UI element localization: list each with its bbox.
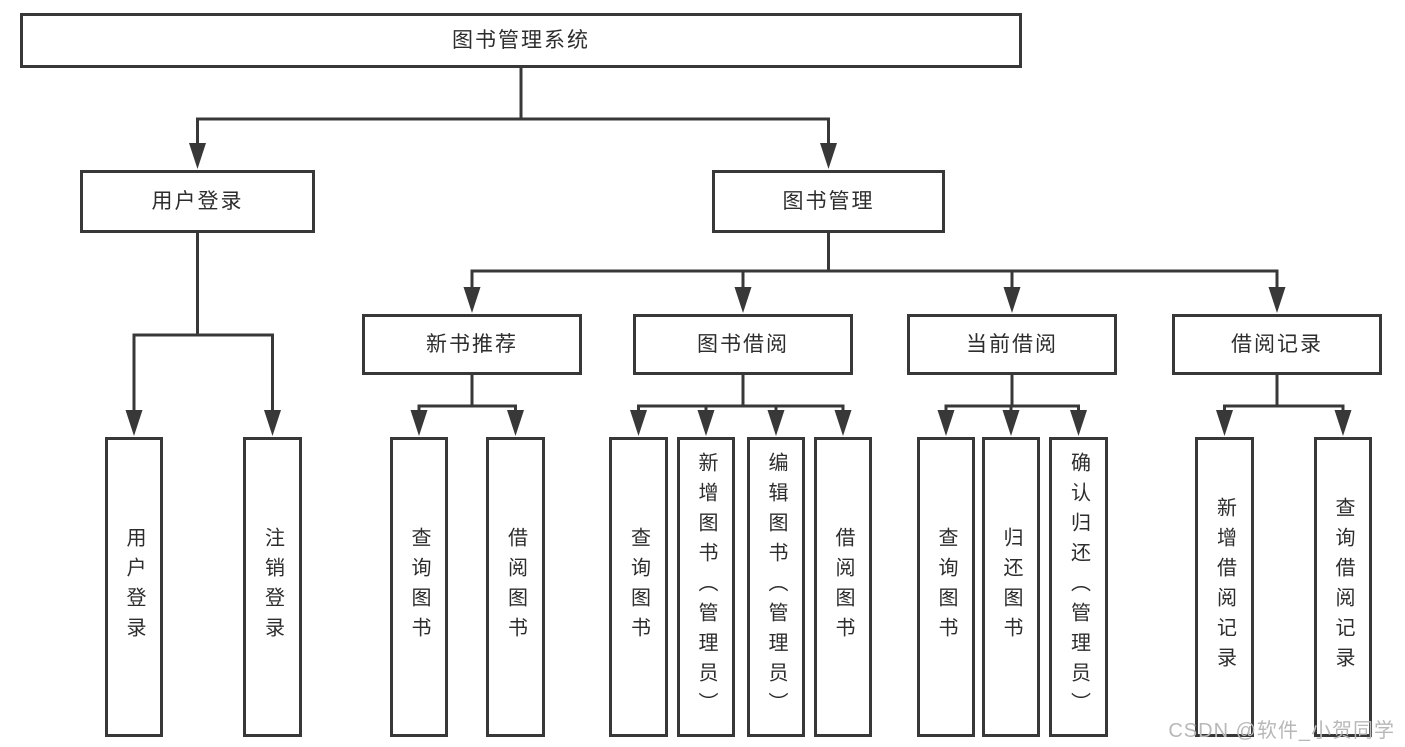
node-label: 查询图书 <box>935 527 957 647</box>
node-label: 编辑图书（管理员） <box>765 452 787 722</box>
node-bb-borrow: 借阅图书 <box>814 437 872 737</box>
node-user-login: 用户登录 <box>80 170 315 233</box>
node-cb-confirm: 确认归还（管理员） <box>1049 437 1108 737</box>
node-label: 新书推荐 <box>426 332 518 356</box>
node-label: 当前借阅 <box>966 332 1058 356</box>
node-label: 用户登录 <box>151 189 244 213</box>
node-book-mgmt: 图书管理 <box>712 170 945 233</box>
node-borrow-record: 借阅记录 <box>1172 314 1382 375</box>
node-bb-query: 查询图书 <box>609 437 668 737</box>
node-current-borrow: 当前借阅 <box>907 314 1117 375</box>
node-br-query: 查询借阅记录 <box>1314 437 1372 737</box>
node-root: 图书管理系统 <box>20 13 1022 68</box>
node-label: 查询借阅记录 <box>1332 497 1354 677</box>
node-label: 归还图书 <box>1000 527 1022 647</box>
node-label: 新增图书（管理员） <box>695 452 717 722</box>
node-cb-return: 归还图书 <box>982 437 1040 737</box>
node-label: 注销登录 <box>261 527 284 647</box>
node-nb-borrow: 借阅图书 <box>486 437 545 737</box>
node-book-borrow: 图书借阅 <box>633 314 853 375</box>
node-label: 图书管理 <box>782 189 875 213</box>
node-label: 借阅记录 <box>1231 332 1323 356</box>
node-bb-add: 新增图书（管理员） <box>677 437 735 737</box>
node-new-book-recommend: 新书推荐 <box>362 314 582 375</box>
node-label: 图书管理系统 <box>452 28 590 52</box>
node-leaf-logout: 注销登录 <box>243 437 302 737</box>
node-nb-query: 查询图书 <box>390 437 448 737</box>
node-bb-edit: 编辑图书（管理员） <box>747 437 805 737</box>
node-label: 借阅图书 <box>504 527 527 647</box>
node-label: 新增借阅记录 <box>1213 497 1236 677</box>
node-cb-query: 查询图书 <box>917 437 975 737</box>
node-label: 借阅图书 <box>832 527 854 647</box>
node-label: 查询图书 <box>627 527 650 647</box>
node-br-add: 新增借阅记录 <box>1195 437 1254 737</box>
node-label: 用户登录 <box>123 527 145 647</box>
watermark: CSDN @软件_小贺同学 <box>1168 720 1395 742</box>
node-label: 确认归还（管理员） <box>1067 452 1090 722</box>
node-label: 图书借阅 <box>697 332 789 356</box>
node-leaf-user-login: 用户登录 <box>105 437 163 737</box>
node-label: 查询图书 <box>408 527 430 647</box>
